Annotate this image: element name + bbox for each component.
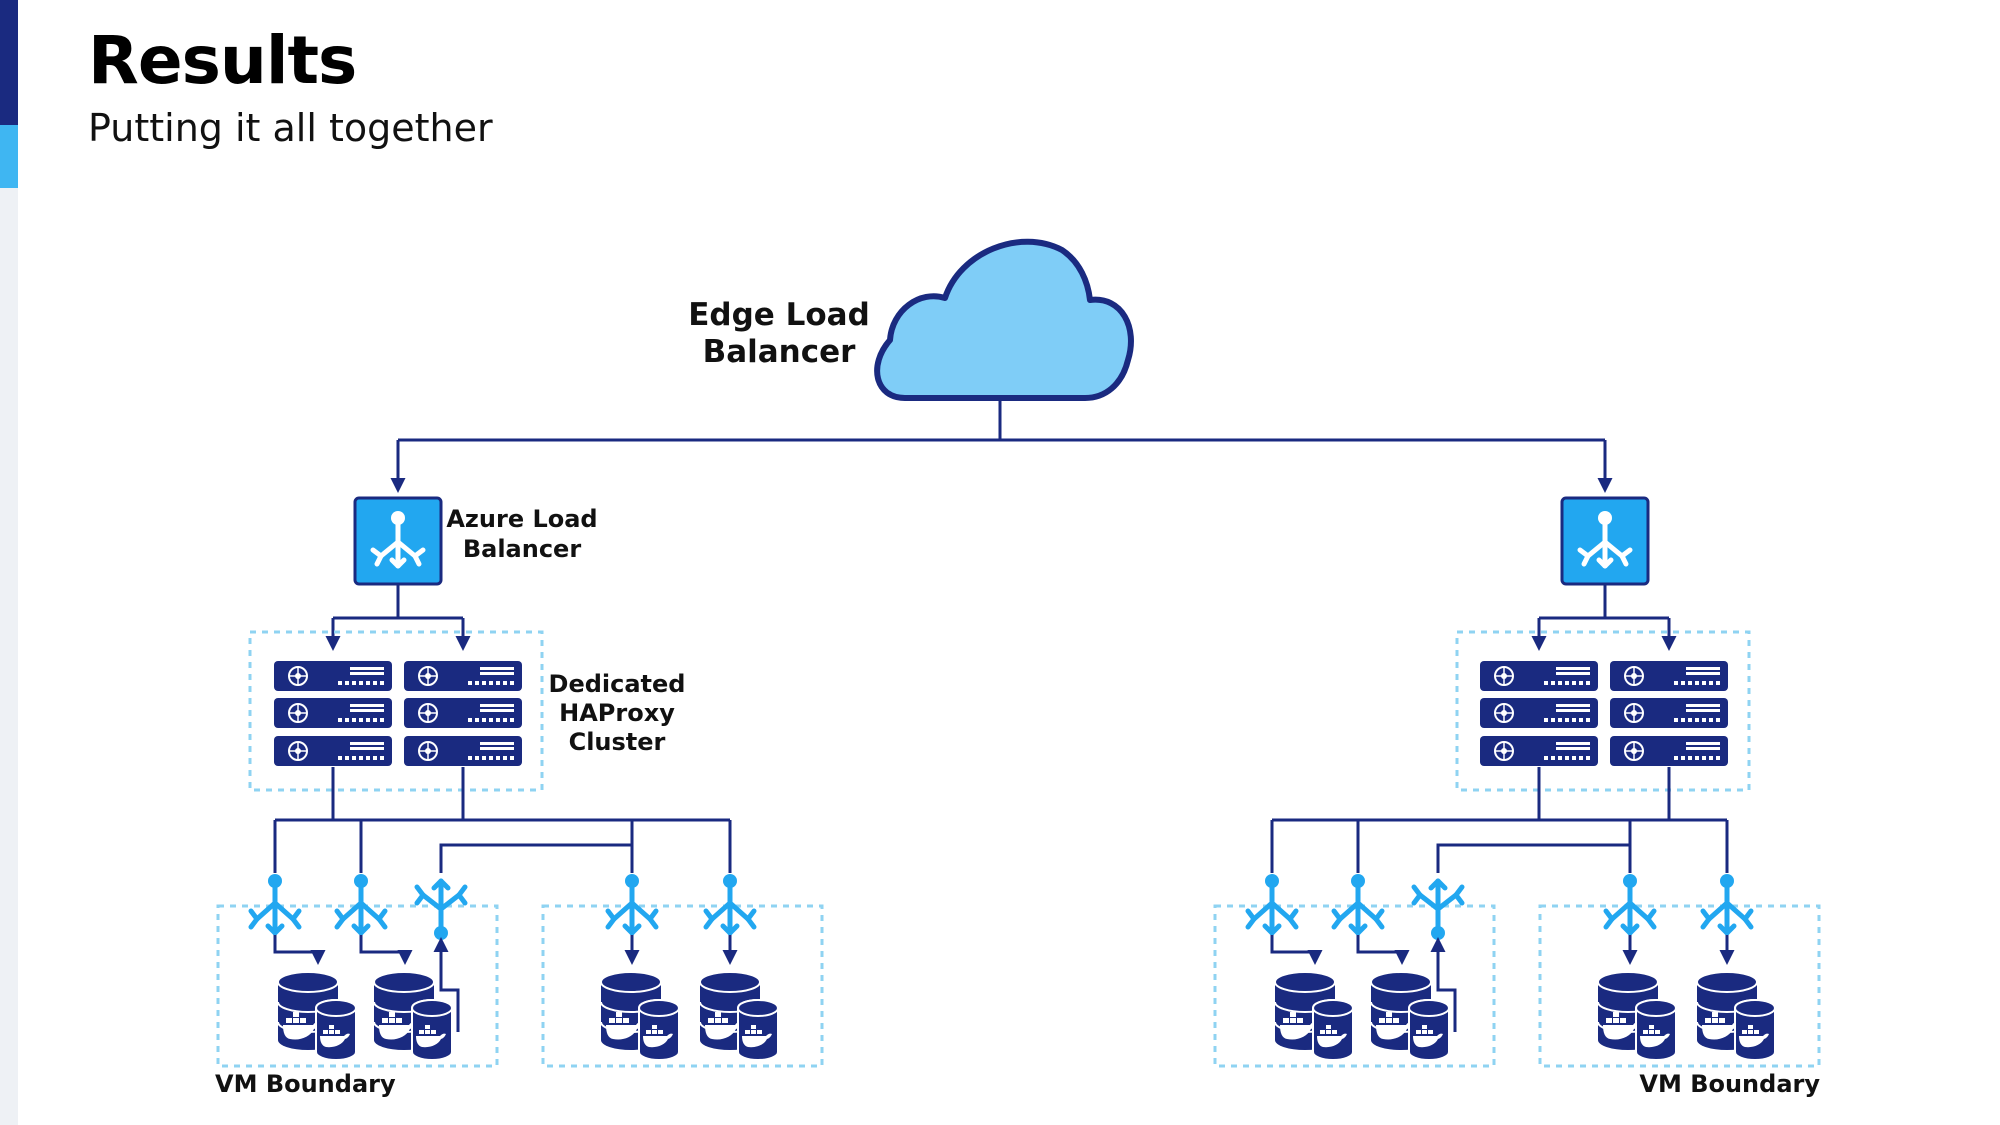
lb-label-line-1: Azure Load — [446, 505, 597, 533]
router-icon — [337, 874, 385, 933]
router-icon — [251, 874, 299, 933]
router-icon — [1334, 874, 1382, 933]
slide-subtitle: Putting it all together — [88, 106, 493, 150]
cluster-label-line-2: HAProxy — [559, 699, 675, 727]
router-icon — [1606, 874, 1654, 933]
cloud-label-line-1: Edge Load — [688, 297, 870, 333]
left-stack: Azure Load Balancer Dedicated HAProxy Cl… — [215, 498, 824, 1098]
cloud-label-line-2: Balancer — [703, 334, 857, 370]
database-docker-icon — [699, 971, 779, 1061]
router-icon — [1248, 874, 1296, 933]
database-docker-icon — [1597, 971, 1677, 1061]
cloud-icon — [874, 238, 1134, 401]
database-docker-icon — [1274, 971, 1354, 1061]
haproxy-servers — [1479, 660, 1729, 767]
vm-boundary-box — [216, 904, 499, 1068]
vm-boundary-label: VM Boundary — [1639, 1070, 1820, 1098]
lb-label-line-2: Balancer — [463, 535, 582, 563]
router-icon — [706, 874, 754, 933]
slide-accent-bar — [0, 0, 18, 125]
router-icon — [608, 874, 656, 933]
slide-side-strip — [0, 188, 18, 1125]
haproxy-servers — [273, 660, 523, 767]
cluster-label-line-3: Cluster — [569, 728, 666, 756]
vm-boundary-label: VM Boundary — [215, 1070, 396, 1098]
edge-connector — [390, 398, 1613, 493]
slide-title: Results — [88, 22, 357, 99]
load-balancer-icon — [1562, 498, 1648, 584]
router-icon — [417, 881, 465, 940]
router-icon — [1414, 881, 1462, 940]
right-stack: VM Boundary — [1213, 498, 1821, 1098]
vm-boundary-box — [1538, 904, 1821, 1068]
haproxy-cluster-boundary — [1455, 630, 1751, 792]
database-docker-icon — [600, 971, 680, 1061]
router-icon — [1703, 874, 1751, 933]
load-balancer-icon — [355, 498, 441, 584]
vm-boundary-box — [1213, 904, 1496, 1068]
slide-accent-bar-light — [0, 125, 18, 188]
cluster-label-line-1: Dedicated — [549, 670, 686, 698]
vm-boundary-box — [541, 904, 824, 1068]
database-docker-icon — [277, 971, 357, 1061]
haproxy-cluster-boundary — [248, 630, 544, 792]
database-docker-icon — [1696, 971, 1776, 1061]
